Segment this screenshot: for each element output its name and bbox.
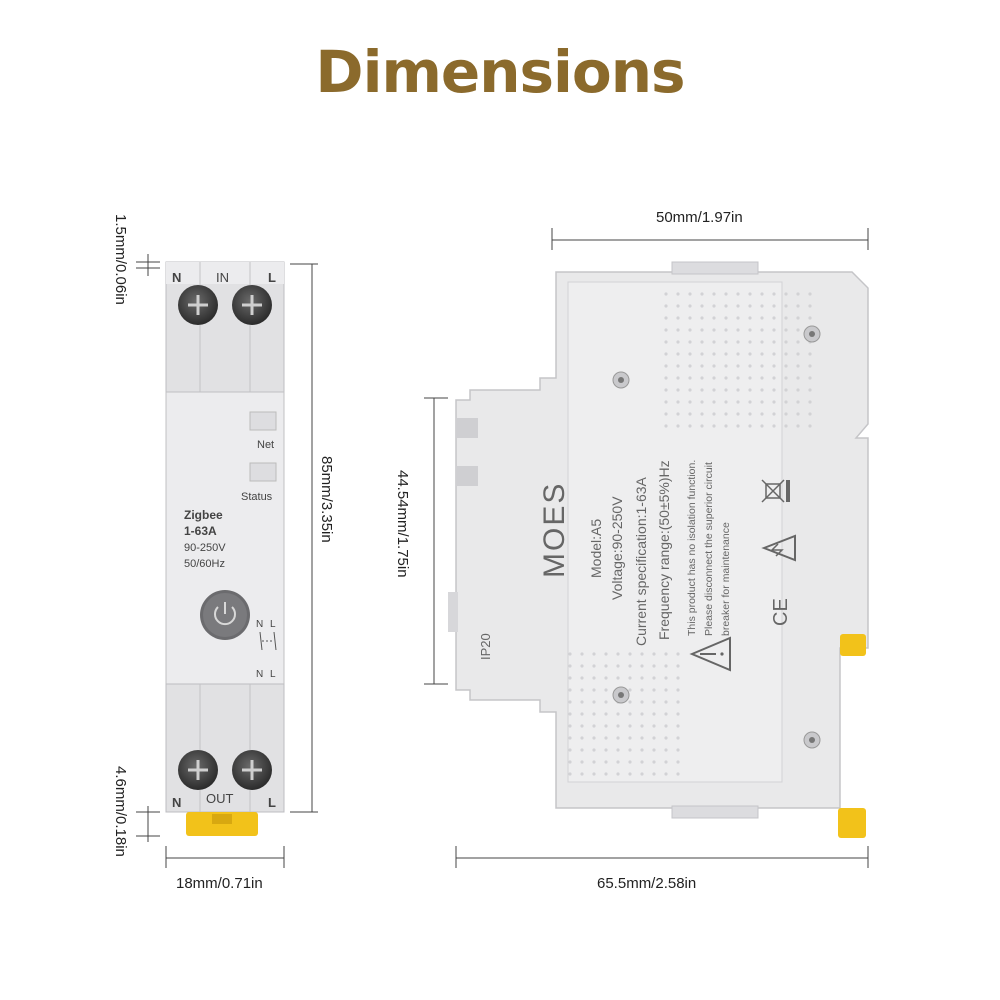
front-voltage-label: 90-250V xyxy=(184,542,226,554)
front-frequency-label: 50/60Hz xyxy=(184,558,225,570)
switch-n-bottom: N xyxy=(256,669,263,680)
switch-l-bottom: L xyxy=(270,669,276,680)
switch-symbol-icon: N L N L xyxy=(256,619,277,680)
warning-triangle-icon xyxy=(689,636,731,672)
dim-side-top-width: 50mm/1.97in xyxy=(656,209,743,226)
front-n-bottom-label: N xyxy=(172,795,181,810)
front-out-label: OUT xyxy=(206,791,234,806)
dim-front-height: 85mm/3.35in xyxy=(318,456,335,543)
warning-line-2: Please disconnect the superior circuit xyxy=(703,462,715,636)
dim-side-bottom-width: 65.5mm/2.58in xyxy=(597,875,696,892)
front-l-bottom-label: L xyxy=(268,795,276,810)
dim-side-height: 44.54mm/1.75in xyxy=(394,470,411,578)
status-indicator xyxy=(249,462,277,482)
warning-line-1: This product has no isolation function. xyxy=(686,460,698,636)
ip-rating-label: IP20 xyxy=(478,633,493,660)
ce-mark-icon: CE xyxy=(770,598,792,626)
switch-l-top: L xyxy=(270,619,276,630)
side-dimension-lines xyxy=(424,228,869,868)
page-title: Dimensions xyxy=(315,38,685,106)
front-in-label: IN xyxy=(216,270,229,285)
dim-front-bottom-gap: 4.6mm/0.18in xyxy=(112,766,129,857)
terminal-screw-icon xyxy=(178,285,218,325)
terminal-screw-icon xyxy=(232,285,272,325)
side-model-label: Model:A5 xyxy=(588,519,604,578)
power-button xyxy=(200,590,250,640)
dim-front-width: 18mm/0.71in xyxy=(176,875,263,892)
dim-front-top-gap: 1.5mm/0.06in xyxy=(112,214,129,305)
electric-hazard-icon xyxy=(761,534,796,562)
front-dimension-lines xyxy=(136,254,318,868)
front-l-top-label: L xyxy=(268,270,276,285)
net-indicator xyxy=(249,411,277,431)
status-label: Status xyxy=(241,491,273,503)
terminal-screw-icon xyxy=(232,750,272,790)
side-voltage-label: Voltage:90-250V xyxy=(609,496,625,600)
side-view-device: MOES Model:A5 Voltage:90-250V Current sp… xyxy=(448,261,869,838)
switch-n-top: N xyxy=(256,619,263,630)
warning-line-3: breaker for maintenance xyxy=(720,522,732,636)
brand-logo: MOES xyxy=(538,482,571,578)
front-current-label: 1-63A xyxy=(184,524,217,538)
power-icon xyxy=(214,602,236,626)
side-frequency-label: Frequency range:(50±5%)Hz xyxy=(656,460,672,640)
front-n-top-label: N xyxy=(172,270,181,285)
side-current-label: Current specification:1-63A xyxy=(633,476,649,646)
weee-bin-icon xyxy=(761,479,790,503)
terminal-screw-icon xyxy=(178,750,218,790)
zigbee-label: Zigbee xyxy=(184,508,223,522)
net-label: Net xyxy=(257,439,274,451)
front-view-device: N IN L Net Status Zigbee 1-63A 90-250V 5… xyxy=(165,261,285,836)
